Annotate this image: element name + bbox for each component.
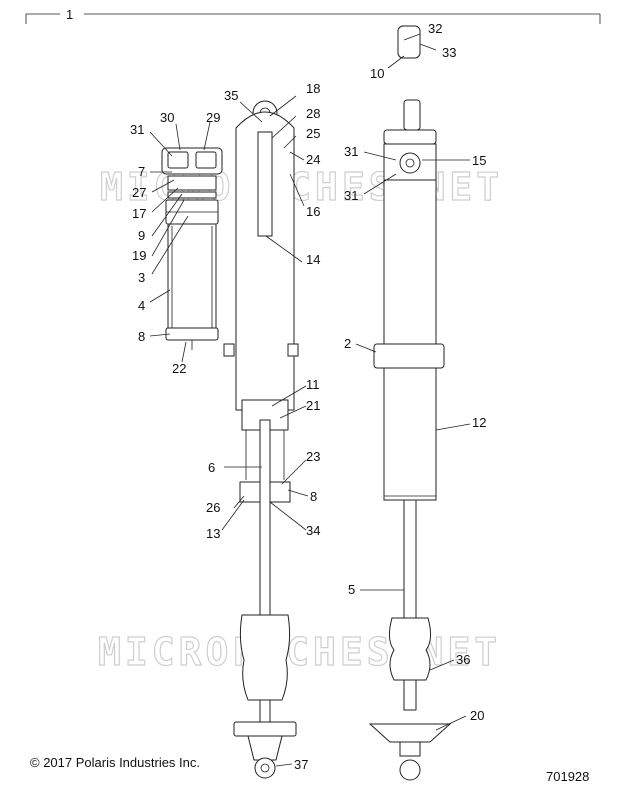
callout-4: 4: [138, 298, 145, 313]
callout-15: 15: [472, 153, 486, 168]
callout-5: 5: [348, 582, 355, 597]
callout-2: 2: [344, 336, 351, 351]
callout-33: 33: [442, 45, 456, 60]
callout-12: 12: [472, 415, 486, 430]
callout-9: 9: [138, 228, 145, 243]
callout-16: 16: [306, 204, 320, 219]
callout-28: 28: [306, 106, 320, 121]
leader-lines: [149, 33, 471, 767]
callout-19: 19: [132, 248, 146, 263]
callout-30: 30: [160, 110, 174, 125]
callout-7: 7: [138, 164, 145, 179]
callout-31-reservoir: 31: [130, 122, 144, 137]
callout-36: 36: [456, 652, 470, 667]
callout-27: 27: [132, 185, 146, 200]
callout-17: 17: [132, 206, 146, 221]
callout-14: 14: [306, 252, 320, 267]
callout-1: 1: [66, 7, 73, 22]
copyright-text: © 2017 Polaris Industries Inc.: [30, 755, 200, 770]
callout-21: 21: [306, 398, 320, 413]
callout-20: 20: [470, 708, 484, 723]
callout-31-lower: 31: [344, 188, 358, 203]
callout-29: 29: [206, 110, 220, 125]
drawing-number: 701928: [546, 769, 589, 784]
callout-35: 35: [224, 88, 238, 103]
callout-11: 11: [306, 377, 320, 392]
assembly-bracket: [25, 13, 601, 24]
callout-6: 6: [208, 460, 215, 475]
callout-37: 37: [294, 757, 308, 772]
callout-26: 26: [206, 500, 220, 515]
callout-8-shock: 8: [310, 489, 317, 504]
callout-24: 24: [306, 152, 320, 167]
callout-32: 32: [428, 21, 442, 36]
callout-labels: 1 32 33 10 35 18 28 25 24 16 30 29 31 7 …: [66, 7, 486, 772]
center-shock-assembly: [223, 100, 299, 779]
callout-8-reservoir: 8: [138, 329, 145, 344]
callout-3: 3: [138, 270, 145, 285]
callout-34: 34: [306, 523, 320, 538]
reservoir-assembly: [161, 147, 223, 350]
right-shock-assembly: [368, 25, 452, 781]
callout-23: 23: [306, 449, 320, 464]
callout-22: 22: [172, 361, 186, 376]
callout-31-upper: 31: [344, 144, 358, 159]
watermark-bottom: MICROFICHES.NET: [98, 630, 501, 674]
callout-13: 13: [206, 526, 220, 541]
callout-10: 10: [370, 66, 384, 81]
callout-18: 18: [306, 81, 320, 96]
callout-25: 25: [306, 126, 320, 141]
